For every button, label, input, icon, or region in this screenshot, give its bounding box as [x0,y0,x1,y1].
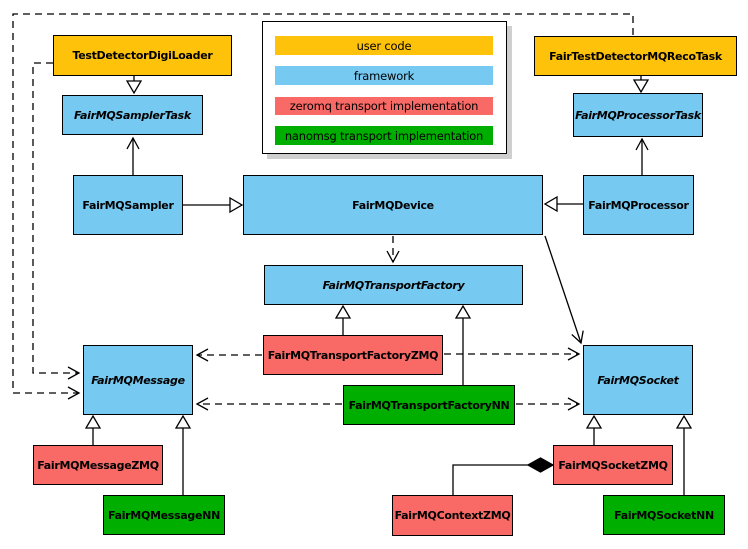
legend-item-nanomsg: nanomsg transport implementation [275,126,493,145]
legend-box: user code framework zeromq transport imp… [262,21,507,154]
dependency-arrows [12,13,634,411]
class-box-fairmqtransportfactory: FairMQTransportFactory [264,265,523,305]
assoc-device-to-socket [544,235,584,345]
legend-item-user-code: user code [275,36,493,55]
class-box-fairmqsocket: FairMQSocket [583,345,693,415]
class-box-testdetectordigiloader: TestDetectorDigiLoader [53,35,232,76]
class-box-fairmqtransportfactorynn: FairMQTransportFactoryNN [343,385,515,425]
composition-diamond [526,457,555,473]
class-box-fairmqdevice: FairMQDevice [243,175,543,235]
class-box-fairmqsocketzmq: FairMQSocketZMQ [553,445,673,485]
class-box-fairmqprocessor: FairMQProcessor [583,175,694,235]
legend-item-framework: framework [275,66,493,85]
legend-label: user code [356,38,412,53]
class-box-fairmqsampler: FairMQSampler [73,175,183,235]
composition-link [452,457,555,495]
class-box-fairmqmessagenn: FairMQMessageNN [103,495,225,535]
inheritance-arrows [84,76,693,495]
legend-label: zeromq transport implementation [289,99,479,113]
class-box-fairmqcontextzmq: FairMQContextZMQ [392,495,513,536]
dep-recotask-to-message [12,13,634,400]
association-arrows [126,136,649,345]
class-box-fairmqsamplertask: FairMQSamplerTask [62,95,203,135]
class-box-fairmqmessagezmq: FairMQMessageZMQ [33,445,163,485]
class-box-fairmqsocketnn: FairMQSocketNN [603,495,725,535]
dep-digiloader-to-message [32,62,81,380]
legend-label: nanomsg transport implementation [284,128,484,143]
legend-item-zeromq: zeromq transport implementation [275,97,493,115]
class-box-fairmqmessage: FairMQMessage [83,345,193,415]
class-box-fairmqtransportfactoryzmq: FairMQTransportFactoryZMQ [263,335,443,375]
class-box-fairmqprocessortask: FairMQProcessorTask [573,93,703,137]
legend-label: framework [353,68,415,83]
class-box-fairtestdetectormqrecotask: FairTestDetectorMQRecoTask [534,36,737,76]
